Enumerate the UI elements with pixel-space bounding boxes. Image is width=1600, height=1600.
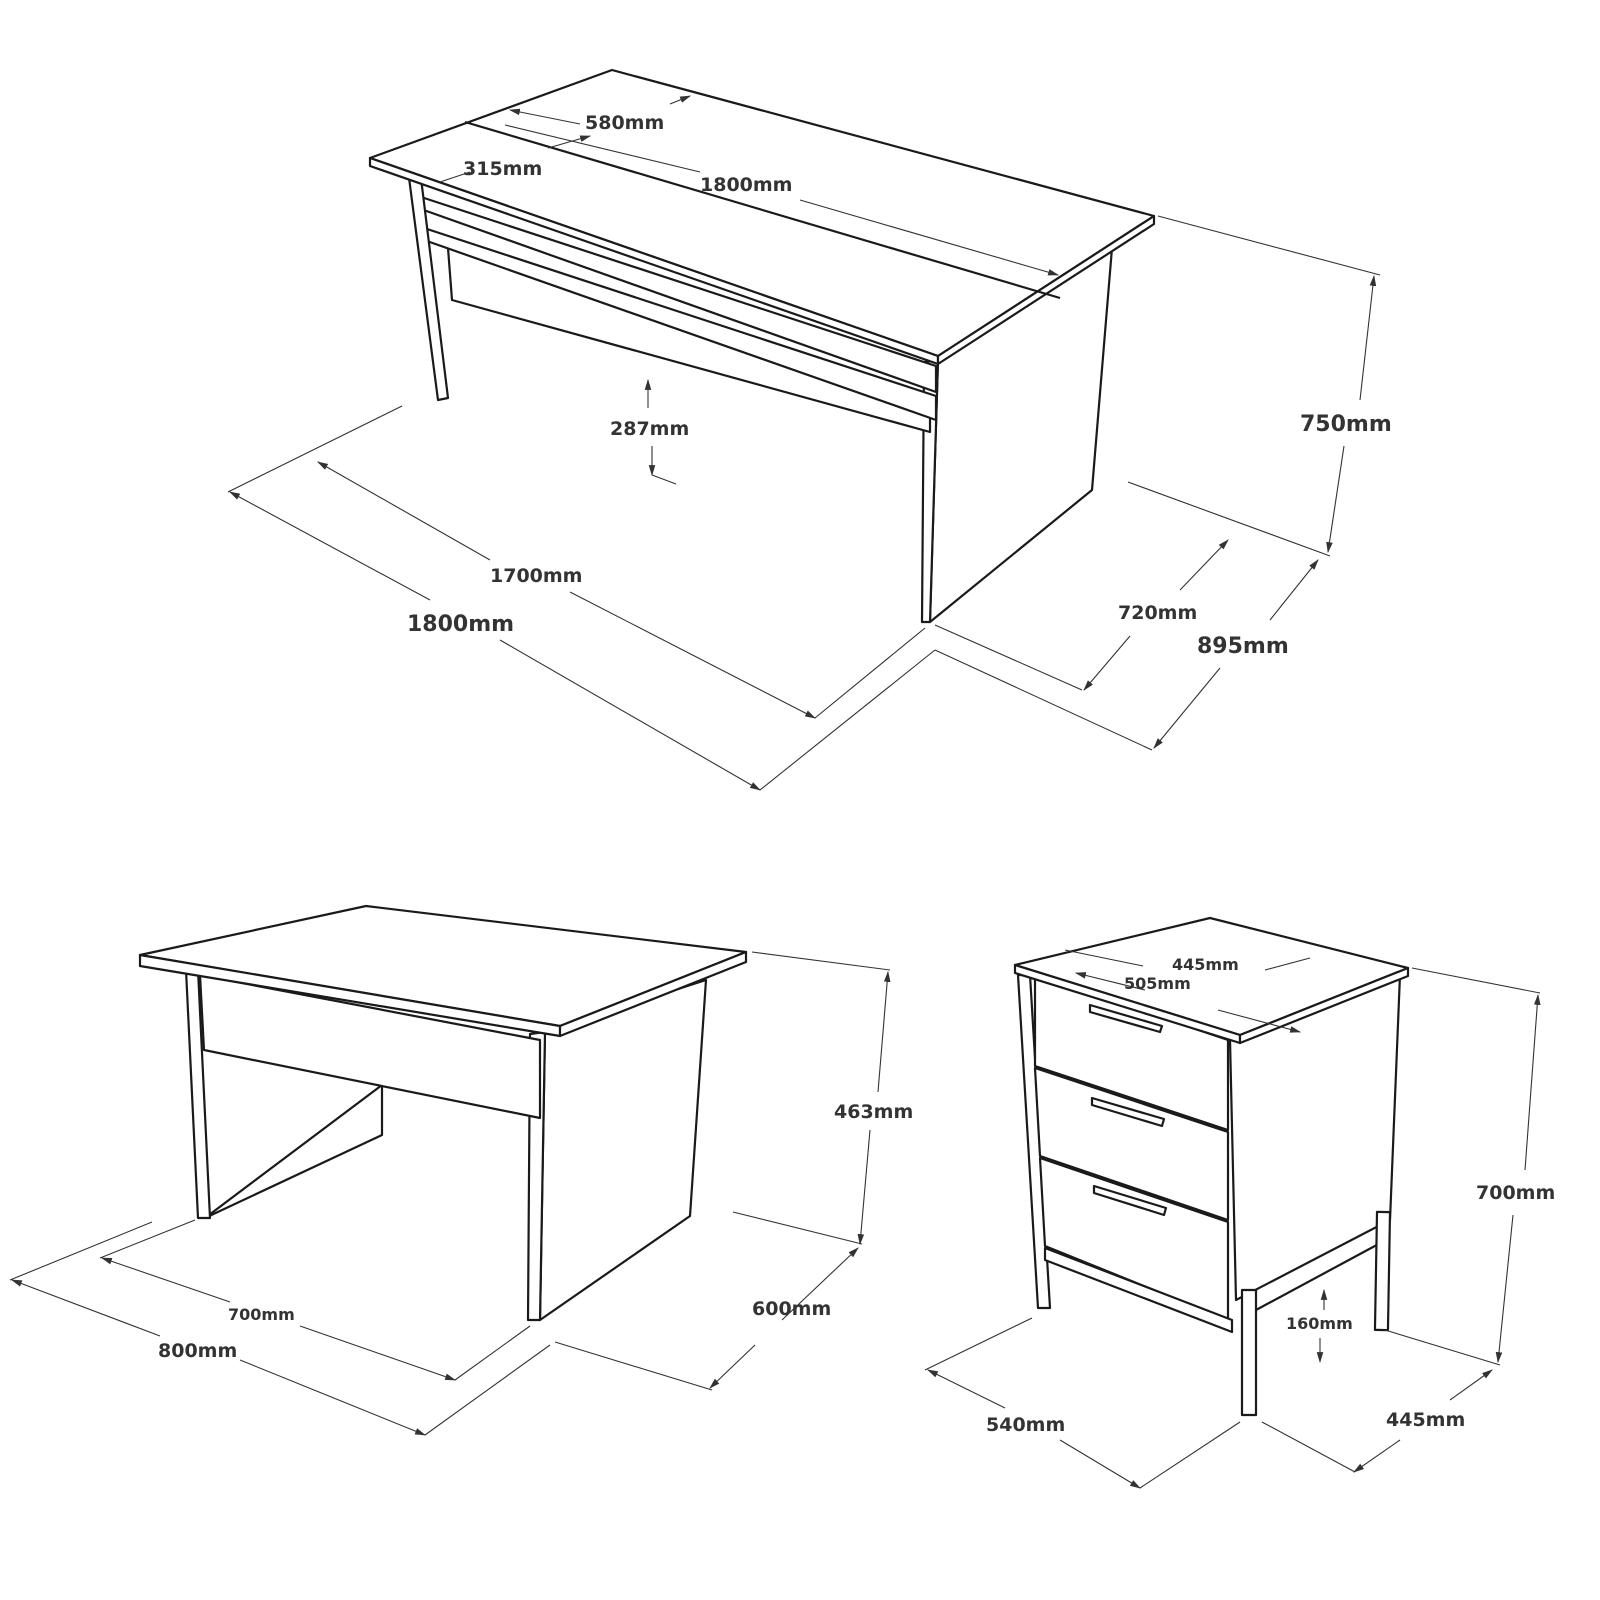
return-depth-label: 600mm bbox=[752, 1298, 831, 1320]
cabinet-top-width-label: 505mm bbox=[1124, 974, 1191, 993]
cabinet-back-leg bbox=[1373, 1210, 1392, 1332]
exec-top-inner-width-label: 1800mm bbox=[700, 174, 792, 196]
executive-desk-dimensions bbox=[227, 95, 1381, 791]
drawer-2-handle bbox=[1090, 1096, 1166, 1128]
exec-modesty-gap-label: 287mm bbox=[610, 418, 689, 440]
drawer-1-handle bbox=[1088, 1003, 1164, 1034]
exec-height-label: 750mm bbox=[1300, 412, 1392, 437]
exec-overall-depth-label: 895mm bbox=[1197, 634, 1289, 659]
cabinet-depth-label: 445mm bbox=[1386, 1409, 1465, 1431]
cabinet-front-leg bbox=[1240, 1288, 1258, 1417]
drawer-2 bbox=[1033, 1066, 1230, 1222]
cabinet-leg-clearance-label: 160mm bbox=[1286, 1314, 1353, 1333]
return-modesty-panel bbox=[198, 973, 542, 1120]
exec-leg-depth-label: 720mm bbox=[1118, 602, 1197, 624]
drawer-cabinet-drawing bbox=[1013, 916, 1410, 1417]
drawer-3-handle bbox=[1092, 1184, 1168, 1217]
cabinet-top-depth-label: 445mm bbox=[1172, 955, 1239, 974]
return-leg-span-label: 700mm bbox=[228, 1305, 295, 1324]
exec-depth-split-label: 580mm bbox=[585, 112, 664, 134]
cabinet-width-label: 540mm bbox=[986, 1414, 1065, 1436]
executive-desk-drawing bbox=[368, 68, 1156, 624]
exec-overall-width-label: 1800mm bbox=[407, 612, 514, 637]
return-desk-drawing bbox=[138, 904, 748, 1322]
drawer-cabinet-dimensions bbox=[924, 949, 1541, 1489]
cabinet-height-label: 700mm bbox=[1476, 1182, 1555, 1204]
return-desk-dimensions bbox=[9, 951, 891, 1436]
exec-leg-span-label: 1700mm bbox=[490, 565, 582, 587]
exec-small-depth-label: 315mm bbox=[463, 158, 542, 180]
return-back-leg-edge bbox=[203, 1083, 384, 1220]
return-width-label: 800mm bbox=[158, 1340, 237, 1362]
return-height-label: 463mm bbox=[834, 1101, 913, 1123]
